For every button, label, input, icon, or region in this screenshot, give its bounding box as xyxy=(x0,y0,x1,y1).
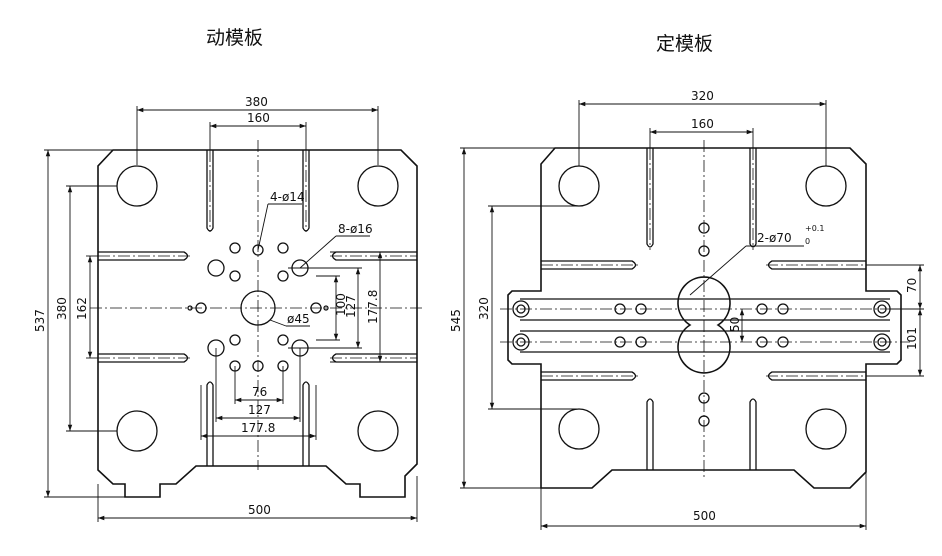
moving-callout-center-hole: ø45 xyxy=(287,312,310,326)
moving-callout-small-holes: 4-ø14 xyxy=(270,190,305,204)
tie-bar-hole xyxy=(558,165,600,207)
moving-dim-right-177: 177.8 xyxy=(366,290,380,324)
fixed-dim-right-101: 101 xyxy=(905,327,919,350)
fixed-dim-bottom-width: 500 xyxy=(693,509,716,523)
fixed-callout-tolerance-lower: 0 xyxy=(805,237,810,246)
tie-bar-hole xyxy=(116,410,158,452)
fixed-dim-right-70: 70 xyxy=(905,278,919,293)
moving-dim-left-total: 537 xyxy=(33,309,47,332)
fixed-dim-left-total: 545 xyxy=(449,309,463,332)
moving-dim-left-outer: 380 xyxy=(55,297,69,320)
fixed-dim-center-50: 50 xyxy=(728,317,742,332)
moving-dim-bottom-127: 127 xyxy=(248,403,271,417)
moving-dim-top-inner: 160 xyxy=(247,111,270,125)
fixed-t-slots xyxy=(541,148,866,470)
tie-bar-hole xyxy=(805,408,847,450)
tie-bar-hole xyxy=(357,165,399,207)
moving-dim-top-outer: 380 xyxy=(245,95,268,109)
moving-dim-bottom-width: 500 xyxy=(248,503,271,517)
tie-bar-hole xyxy=(357,410,399,452)
fixed-dim-left-inner: 320 xyxy=(477,297,491,320)
tie-bar-hole xyxy=(558,408,600,450)
moving-plate-title: 动模板 xyxy=(206,27,263,49)
moving-dim-left-inner: 162 xyxy=(75,297,89,320)
moving-dim-right-127: 127 xyxy=(344,295,358,318)
moving-plate-outline xyxy=(97,149,418,498)
tie-bar-hole xyxy=(116,165,158,207)
fixed-plate-title: 定模板 xyxy=(656,33,713,55)
fixed-center-double-hole xyxy=(677,276,731,374)
moving-dim-bottom-76: 76 xyxy=(252,385,267,399)
moving-center-hole xyxy=(240,290,276,326)
fixed-plate-outline xyxy=(507,147,902,489)
fixed-side-holes xyxy=(512,300,891,351)
fixed-dim-top-outer: 320 xyxy=(691,89,714,103)
tie-bar-hole xyxy=(805,165,847,207)
fixed-tie-bar-holes xyxy=(558,165,847,450)
fixed-plate-view: 定模板 xyxy=(449,33,924,530)
fixed-callout-tolerance-upper: +0.1 xyxy=(805,224,824,233)
fixed-mounting-holes xyxy=(614,222,789,427)
fixed-callout-center-holes: 2-ø70 xyxy=(757,231,792,245)
fixed-dim-top-inner: 160 xyxy=(691,117,714,131)
moving-dim-bottom-177: 177.8 xyxy=(241,421,275,435)
moving-callout-large-holes: 8-ø16 xyxy=(338,222,373,236)
moving-plate-view: 动模板 xyxy=(33,27,425,522)
moving-dim-right-100: 100 xyxy=(334,293,348,316)
